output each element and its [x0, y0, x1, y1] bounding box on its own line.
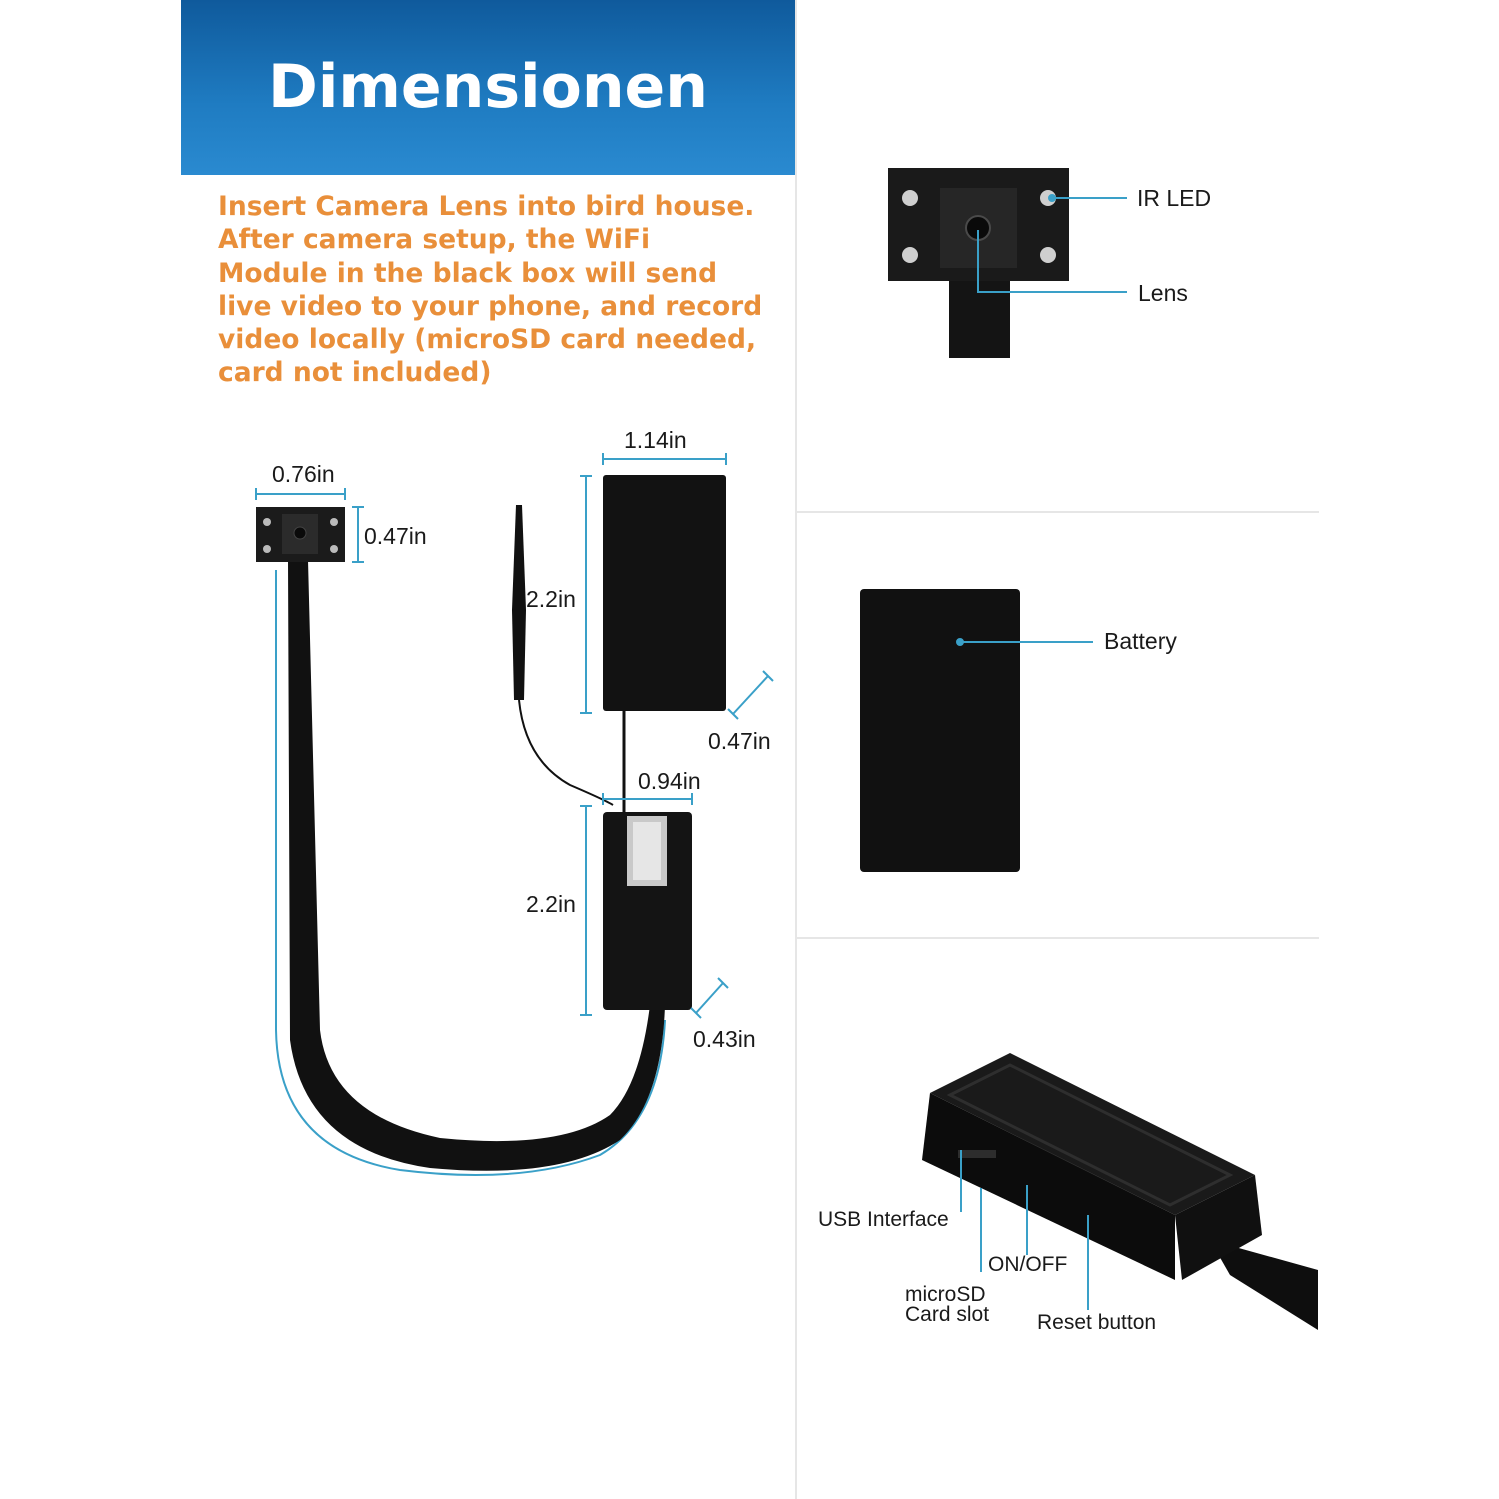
callout-line-battery: [956, 638, 1093, 646]
description-line: After camera setup, the WiFi: [218, 224, 651, 256]
callout-ir-led: IR LED: [1137, 185, 1212, 211]
callout-line-lens: [977, 230, 1127, 293]
cable-dimension-outline: [275, 570, 666, 1176]
dim-label-module-width: 0.94in: [638, 768, 701, 794]
callout-reset-button: Reset button: [1037, 1311, 1157, 1334]
description-text: Insert Camera Lens into bird house. Afte…: [218, 190, 798, 390]
callout-on-off: ON/OFF: [988, 1253, 1068, 1276]
dim-label-module-height: 2.2in: [526, 891, 576, 917]
description-line: Module in the black box will send: [218, 257, 718, 289]
ribbon-cable: [288, 560, 665, 1171]
callout-line-ir-led: [1048, 194, 1127, 202]
wifi-module-perspective: [922, 1053, 1318, 1330]
description-line: live video to your phone, and record: [218, 290, 763, 322]
battery-large: [860, 589, 1020, 872]
callout-usb-interface: USB Interface: [818, 1208, 949, 1231]
vertical-divider: [795, 0, 797, 1499]
camera-module-small: [256, 507, 345, 562]
horizontal-divider: [797, 937, 1319, 939]
callout-lens: Lens: [1138, 280, 1188, 306]
page-title: Dimensionen: [268, 52, 708, 122]
dim-battery-height: [580, 475, 592, 714]
antenna: [512, 505, 614, 806]
callout-battery: Battery: [1104, 628, 1177, 654]
dim-label-battery-depth: 0.47in: [708, 728, 771, 754]
dim-label-battery-width: 1.14in: [624, 427, 687, 453]
dim-label-cam-width: 0.76in: [272, 461, 335, 487]
dim-cam-height: [352, 506, 364, 563]
battery-box: [603, 475, 726, 711]
dim-label-cam-height: 0.47in: [364, 523, 427, 549]
dim-module-depth: [690, 977, 729, 1019]
dim-label-module-depth: 0.43in: [693, 1026, 756, 1052]
dim-label-battery-height: 2.2in: [526, 586, 576, 612]
callout-microsd-line1: microSD: [905, 1283, 986, 1306]
dim-module-height: [580, 805, 592, 1016]
wifi-module-box: [603, 812, 692, 1010]
dim-cam-width: [255, 488, 346, 500]
dim-battery-width: [602, 453, 727, 465]
description-line: video locally (microSD card needed,: [218, 324, 757, 356]
description-line: Insert Camera Lens into bird house.: [218, 191, 755, 222]
callout-microsd-line2: Card slot: [905, 1303, 990, 1326]
description-line: card not included): [218, 357, 492, 389]
dim-battery-depth: [727, 670, 774, 720]
horizontal-divider: [797, 511, 1319, 513]
title-banner: Dimensionen: [181, 0, 795, 175]
dim-module-width: [602, 793, 693, 805]
